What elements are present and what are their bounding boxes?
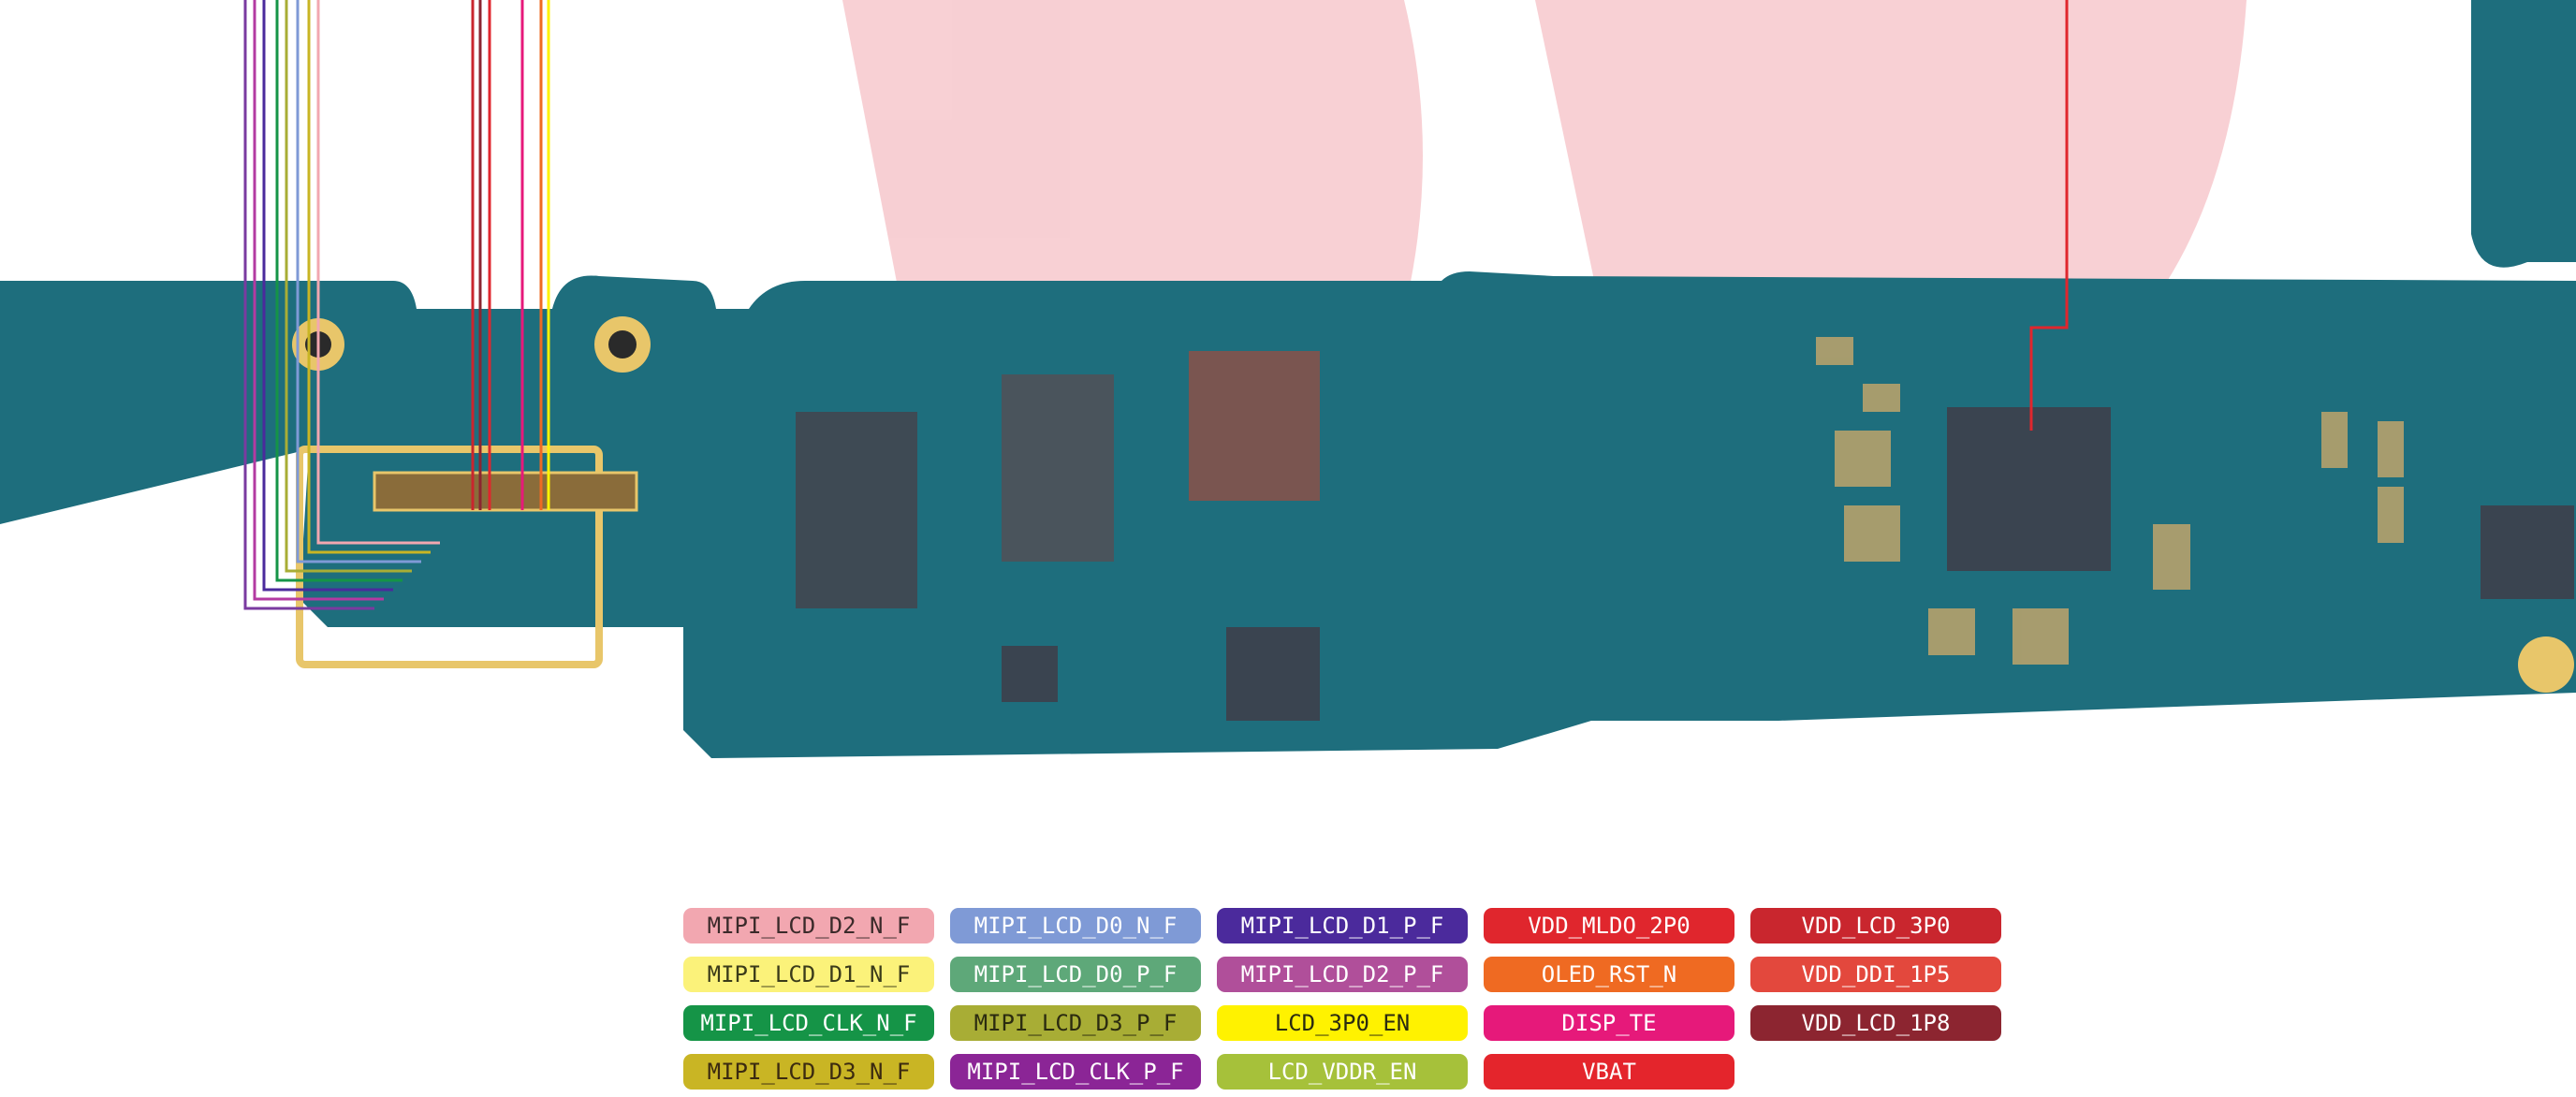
legend-item: VBAT xyxy=(1484,1054,1734,1090)
legend-item: MIPI_LCD_D3_P_F xyxy=(950,1005,1201,1041)
legend-item: MIPI_LCD_CLK_P_F xyxy=(950,1054,1201,1090)
legend-item: VDD_MLDO_2P0 xyxy=(1484,908,1734,943)
passive-components xyxy=(1816,337,2404,665)
legend-item: LCD_VDDR_EN xyxy=(1217,1054,1468,1090)
legend-item: VDD_LCD_1P8 xyxy=(1750,1005,2001,1041)
legend-item: MIPI_LCD_D1_P_F xyxy=(1217,908,1468,943)
legend-item: VDD_DDI_1P5 xyxy=(1750,957,2001,992)
legend-item: LCD_3P0_EN xyxy=(1217,1005,1468,1041)
net-traces xyxy=(243,0,2069,610)
legend-item: MIPI_LCD_CLK_N_F xyxy=(683,1005,934,1041)
pcb-upper-right xyxy=(2471,0,2576,268)
net-legend: MIPI_LCD_D2_N_F MIPI_LCD_D0_N_F MIPI_LCD_D… xyxy=(683,908,2001,1091)
legend-item: OLED_RST_N xyxy=(1484,957,1734,992)
board-connector xyxy=(373,471,638,512)
legend-item: VDD_LCD_3P0 xyxy=(1750,908,2001,943)
legend-item: DISP_TE xyxy=(1484,1005,1734,1041)
chips xyxy=(796,351,2574,721)
legend-item: MIPI_LCD_D2_N_F xyxy=(683,908,934,943)
connector-frame xyxy=(296,446,603,668)
legend-item: MIPI_LCD_D2_P_F xyxy=(1217,957,1468,992)
legend-item: MIPI_LCD_D3_N_F xyxy=(683,1054,934,1090)
legend-item: MIPI_LCD_D1_N_F xyxy=(683,957,934,992)
legend-item: MIPI_LCD_D0_P_F xyxy=(950,957,1201,992)
pcb-board-diagram xyxy=(0,0,2576,758)
legend-item: MIPI_LCD_D0_N_F xyxy=(950,908,1201,943)
